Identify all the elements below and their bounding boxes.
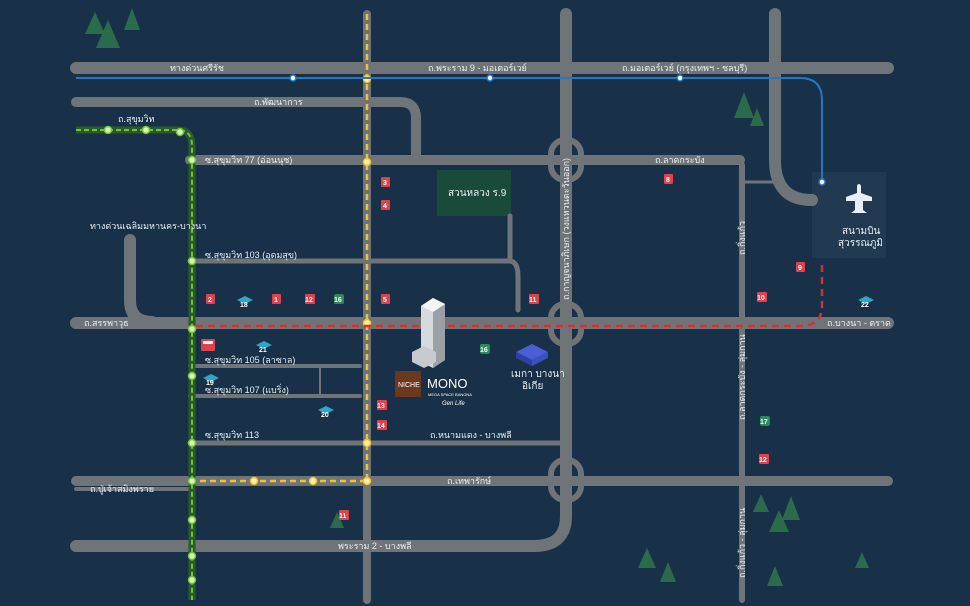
road-label-soi107: ซ.สุขุมวิท 107 (แบริ่ง): [205, 383, 289, 396]
svg-text:18: 18: [240, 302, 248, 309]
poi-bag-icon: 10: [757, 292, 767, 302]
poi-tree-icon: 16: [334, 294, 344, 304]
svg-text:22: 22: [861, 302, 869, 309]
poi-school-icon: 19: [203, 374, 219, 387]
poi-hospital-icon: [201, 339, 215, 351]
mall-icon: [516, 344, 548, 366]
red-line: [196, 260, 824, 328]
svg-text:11: 11: [529, 297, 537, 304]
road-label-phatthanakan: ถ.พัฒนาการ: [254, 97, 303, 107]
svg-text:16: 16: [334, 297, 342, 304]
airport-area: [812, 172, 886, 258]
road-label-rama2: พระราม 2 - บางพลี: [338, 541, 412, 551]
road-label-soi113: ซ.สุขุมวิท 113: [205, 430, 259, 441]
road-label-sanphawut: ถ.สรรพาวุธ: [84, 318, 129, 329]
signature-label: Gen Life: [442, 401, 465, 407]
poi-school-icon: 20: [318, 406, 334, 419]
svg-text:13: 13: [377, 403, 385, 410]
road-label-right-mid: ถ.ลาดกระบัง - ลุ่มกาน: [737, 334, 748, 420]
svg-text:3: 3: [383, 180, 387, 187]
poi-markers: 3 4 5 2 1 12 11 8 9 10 13 14 12 11 18 16…: [201, 174, 874, 520]
road-label-motorway: ถ.มอเตอร์เวย์ (กรุงเทพฯ - ชลบุรี): [622, 62, 747, 74]
road-label-thepharak: ถ.เทพารักษ์: [447, 475, 491, 486]
roads: [70, 8, 894, 604]
niche-logo: [395, 371, 421, 397]
poi-bag-icon: 8: [664, 174, 673, 184]
svg-text:17: 17: [760, 419, 768, 426]
svg-text:12: 12: [305, 297, 313, 304]
park-area: [437, 170, 511, 216]
poi-school-icon: 18: [237, 296, 253, 309]
airport-rail-link: [76, 74, 826, 186]
svg-text:14: 14: [377, 423, 385, 430]
poi-bag-icon: 1: [272, 294, 281, 304]
svg-text:12: 12: [759, 457, 767, 464]
poi-bag-icon: 11: [529, 294, 539, 304]
poi-bag-icon: 9: [796, 262, 805, 272]
road-label-chalerm: ทางด่วนเฉลิมมหานคร-บางนา: [90, 221, 206, 231]
road-label-kingkaeo: ถ.กิ่งแก้ว: [735, 221, 747, 255]
road-label-namdaeng: ถ.หนามแดง - บางพลี: [430, 430, 512, 440]
svg-text:21: 21: [259, 347, 267, 354]
road-label-sukhumvit: ถ.สุขุมวิท: [118, 114, 155, 125]
svg-text:16: 16: [480, 347, 488, 354]
mono-sub-label: MEGA SPACE BANGNA: [428, 392, 472, 397]
niche-label: NICHE: [398, 382, 420, 389]
road-label-puchao: ถ.ปู่เจ้าสมิงพราย: [90, 484, 154, 495]
svg-text:1: 1: [274, 297, 278, 304]
svg-text:8: 8: [666, 177, 670, 184]
svg-text:19: 19: [206, 380, 214, 387]
mega-label-1: เมกา บางนา: [511, 369, 565, 380]
poi-bag-icon: 11: [339, 510, 349, 520]
poi-bag-icon: 12: [305, 294, 315, 304]
road-label-soi105: ซ.สุขุมวิท 105 (ลาซาล): [205, 355, 295, 366]
svg-text:2: 2: [208, 297, 212, 304]
road-label-expressway: ทางด่วนศรีรัช: [170, 63, 224, 73]
tree-icons: [85, 8, 869, 586]
poi-bag-icon: 2: [206, 294, 215, 304]
road-label-right-low: ถ.กิ่งแก้ว - ลุ่มกาน: [735, 508, 748, 578]
road-label-soi103: ซ.สุขุมวิท 103 (อุดมสุข): [205, 250, 297, 261]
poi-tree-icon: 16: [480, 344, 490, 354]
road-label-bangna-trat: ถ.บางนา - ตราด: [827, 318, 891, 328]
bts-green-line: [76, 125, 197, 600]
svg-text:11: 11: [339, 513, 347, 520]
svg-text:4: 4: [383, 203, 387, 210]
poi-tree-icon: 17: [760, 416, 770, 426]
svg-text:10: 10: [757, 295, 765, 302]
road-label-soi77: ซ.สุขุมวิท 77 (อ่อนนุช): [205, 155, 292, 166]
park-label: สวนหลวง ร.9: [448, 188, 507, 199]
poi-bag-icon: 3: [381, 177, 390, 187]
svg-text:5: 5: [383, 297, 387, 304]
poi-bag-icon: 13: [377, 400, 387, 410]
poi-school-icon: 21: [256, 341, 272, 354]
airplane-icon: [846, 184, 872, 213]
airport-label-1: สนามบิน: [842, 226, 880, 237]
poi-school-icon: 22: [858, 296, 874, 309]
poi-bag-icon: 4: [381, 200, 390, 210]
poi-bag-icon: 5: [381, 294, 390, 304]
project-building-icon: [412, 298, 445, 368]
svg-text:9: 9: [798, 265, 802, 272]
poi-bag-icon: 12: [759, 454, 769, 464]
svg-text:20: 20: [321, 412, 329, 419]
road-label-rama9: ถ.พระราม 9 - มอเตอร์เวย์: [428, 62, 527, 73]
mega-label-2: อิเกีย: [522, 380, 543, 392]
airport-label-2: สุวรรณภูมิ: [838, 238, 883, 249]
poi-bag-icon: 14: [377, 420, 387, 430]
road-label-kanchanaphisek: ถ.กาญจนาภิเษก (วงแหวนตะวันออก): [561, 158, 571, 300]
mono-label: MONO: [427, 376, 467, 391]
road-label-latkrabang: ถ.ลาดกระบัง: [655, 155, 705, 165]
